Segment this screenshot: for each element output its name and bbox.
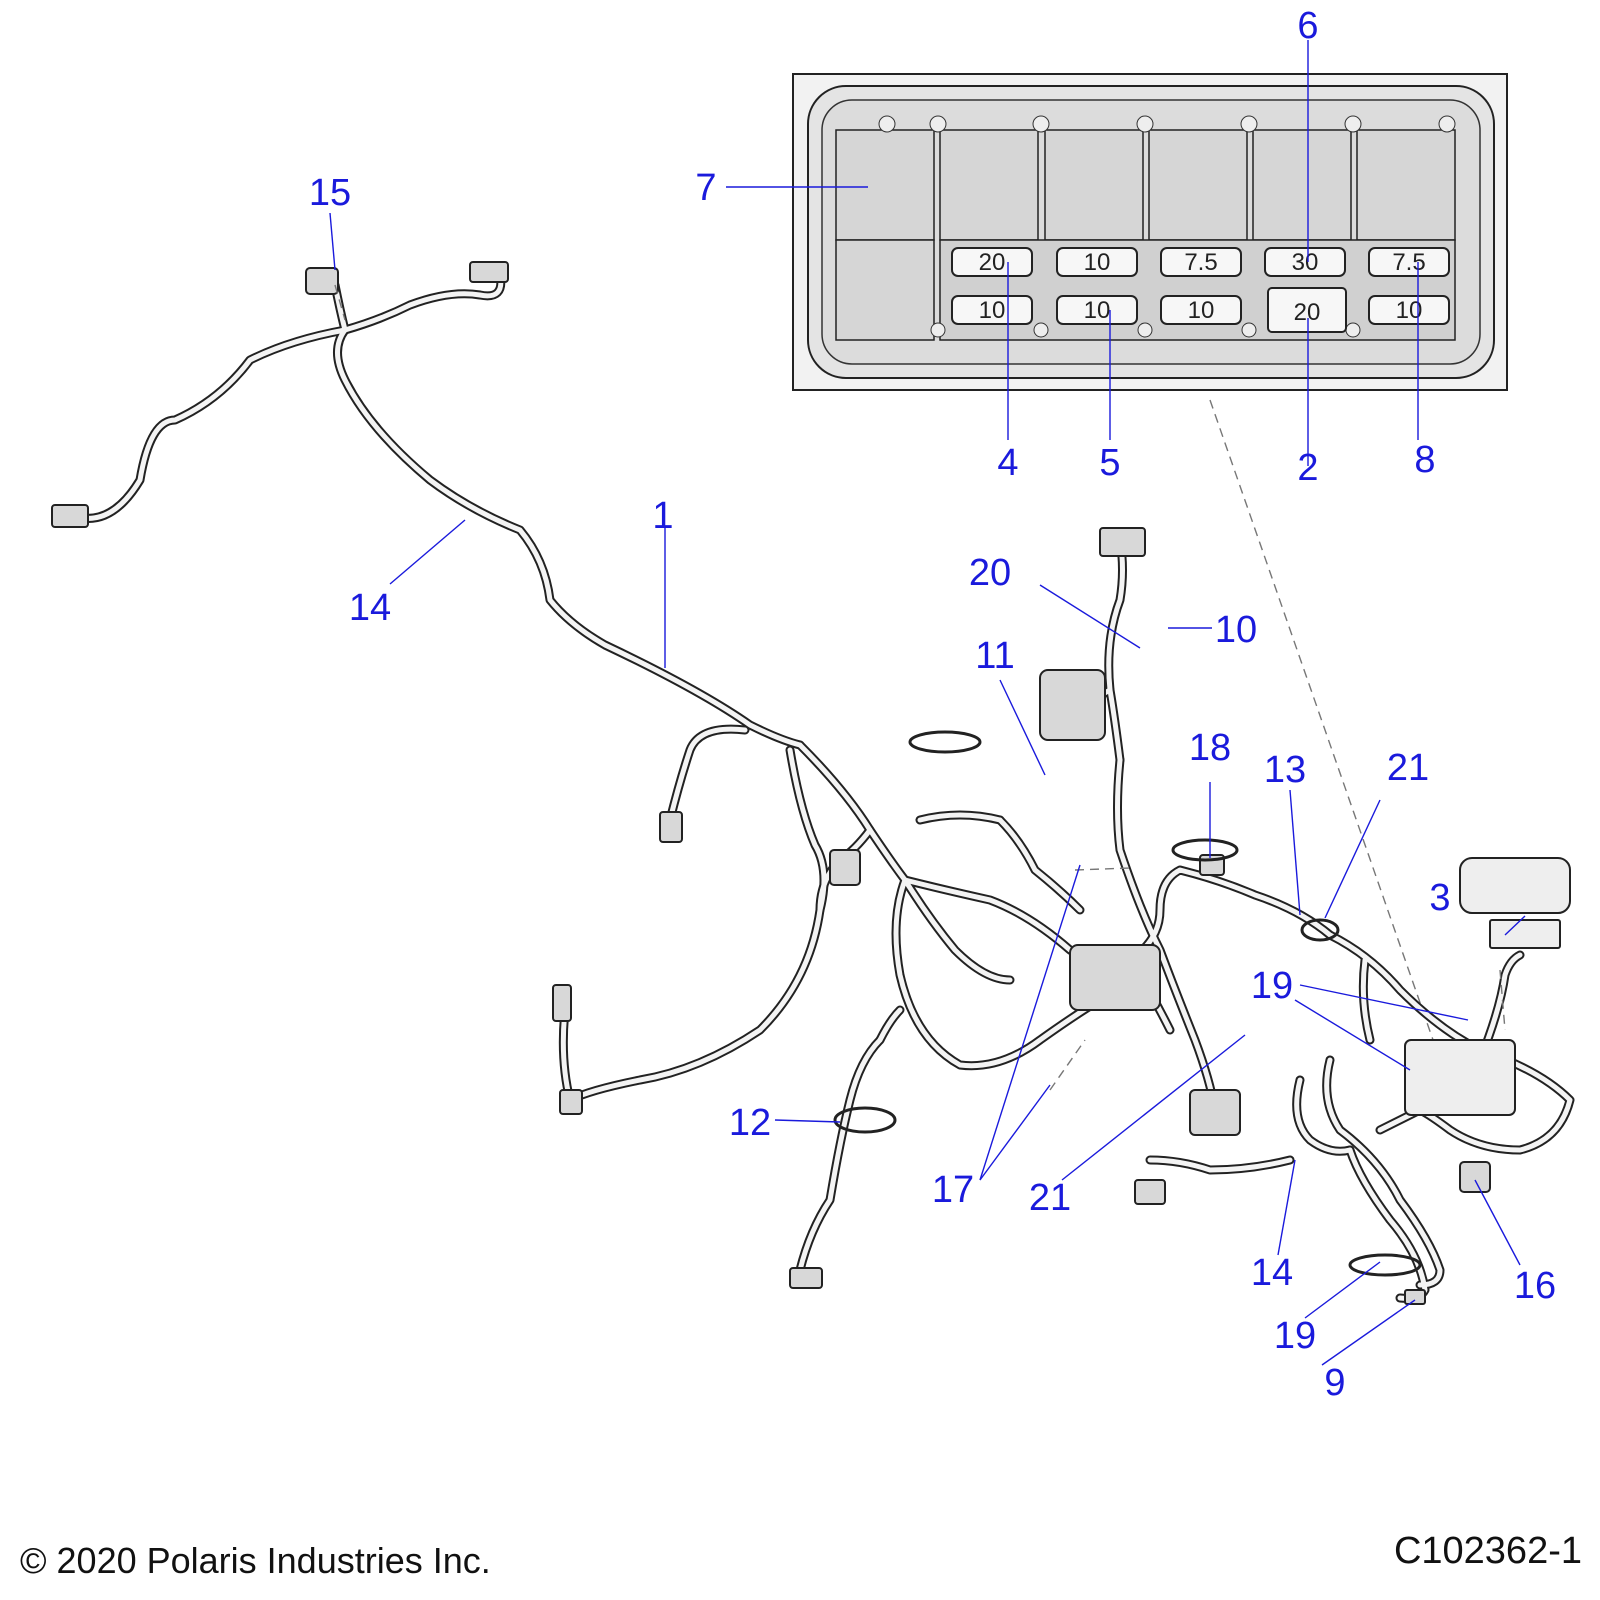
fuse-rating-bottom-2: 10 [1084, 297, 1111, 324]
connector-front-left [552, 984, 572, 1022]
connector-left-mid [829, 849, 861, 886]
callout-9: 9 [1324, 1362, 1345, 1404]
ecu-connector-cluster [1069, 944, 1161, 1011]
connector-bottom-left [789, 1267, 823, 1289]
connector-9 [1404, 1289, 1426, 1305]
connector-top-cluster [1099, 527, 1146, 557]
callouts: 1 2 3 4 5 6 7 8 9 10 11 12 13 14 14 15 1… [309, 5, 1556, 1404]
callout-21-lower: 21 [1029, 1177, 1071, 1219]
callout-13: 13 [1264, 749, 1306, 791]
callout-1: 1 [652, 495, 673, 537]
cable-loop-upper [908, 730, 982, 754]
callout-19-lower: 19 [1274, 1315, 1316, 1357]
fuse-box-inset: 20 10 7.5 30 7.5 10 10 10 20 10 [792, 73, 1508, 391]
callout-14-upper: 14 [349, 587, 391, 629]
connectors [51, 261, 1571, 1305]
callout-17: 17 [932, 1169, 974, 1211]
callout-19-upper: 19 [1251, 965, 1293, 1007]
connector-front-left-low [559, 1089, 583, 1115]
fuse-rating-top-4: 30 [1292, 249, 1319, 276]
callout-2: 2 [1297, 447, 1318, 489]
fuse-rating-top-3: 7.5 [1184, 249, 1217, 276]
fuse-rating-bottom-1: 10 [979, 297, 1006, 324]
tail-light-connector [305, 267, 339, 295]
connector-rear-right [469, 261, 509, 283]
fuse-box-cover [1459, 857, 1571, 914]
fuse-rating-top-2: 10 [1084, 249, 1111, 276]
callout-15: 15 [309, 172, 351, 214]
callout-16: 16 [1514, 1265, 1556, 1307]
callout-8: 8 [1414, 439, 1435, 481]
fuses-top-row [951, 247, 1450, 277]
fuses-bottom-row [951, 287, 1450, 333]
callout-4: 4 [997, 442, 1018, 484]
connector-upper-center [1039, 669, 1106, 741]
fuse-rating-bottom-4: 20 [1294, 299, 1321, 326]
callout-5: 5 [1099, 442, 1120, 484]
cable-loop-12 [833, 1106, 897, 1134]
figure-id: C102362-1 [1393, 1530, 1582, 1572]
callout-7: 7 [695, 167, 716, 209]
leader-lines [329, 40, 1526, 1366]
callout-20: 20 [969, 552, 1011, 594]
callout-21-upper: 21 [1387, 747, 1429, 789]
fuse-rating-bottom-3: 10 [1188, 297, 1215, 324]
cable-loop-21 [1300, 918, 1340, 942]
connector-left-drop [659, 811, 683, 843]
connector-center-lower [1189, 1089, 1241, 1136]
assembly-dashes [334, 284, 1506, 1091]
connector-rear-left [51, 504, 89, 528]
inset-link-dashed [1209, 399, 1441, 1061]
callout-14-lower: 14 [1251, 1252, 1293, 1294]
fuse-rating-top-5: 7.5 [1392, 249, 1425, 276]
callout-12: 12 [729, 1102, 771, 1144]
connector-16 [1459, 1161, 1491, 1193]
callout-11: 11 [975, 635, 1014, 677]
connector-bottom-right [1134, 1179, 1166, 1205]
fuse-rating-top-1: 20 [979, 249, 1006, 276]
relay-block [1404, 1039, 1516, 1116]
cable-loop-18 [1171, 838, 1239, 862]
callout-6: 6 [1297, 5, 1318, 47]
fuse-box-label [1489, 919, 1561, 949]
callout-10: 10 [1215, 609, 1257, 651]
callout-18: 18 [1189, 727, 1231, 769]
copyright-notice: © 2020 Polaris Industries Inc. [20, 1540, 491, 1581]
cable-loop-19 [1348, 1253, 1422, 1277]
callout-3: 3 [1429, 877, 1450, 919]
